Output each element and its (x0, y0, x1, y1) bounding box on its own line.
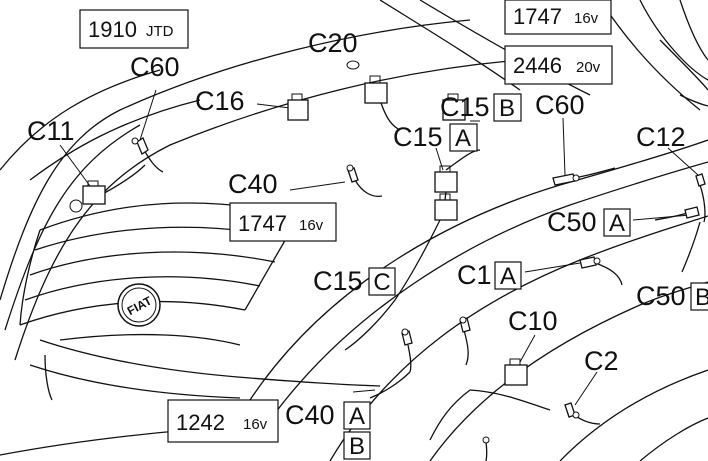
connector-c15-c (434, 193, 458, 221)
label-c1-a: C1 (457, 260, 492, 290)
engine-box-1910-jtd: 1910 JTD (79, 9, 189, 49)
engine-variant: 16v (243, 416, 268, 433)
label-c12: C12 (636, 122, 686, 152)
engine-code: 2446 (513, 53, 562, 78)
connector-c60-right (552, 173, 580, 186)
label-c40-a-suffix: A (349, 403, 365, 430)
label-c15-a: C15 (393, 122, 443, 152)
connector-bottom (482, 436, 490, 444)
label-c40-b-suffix: B (349, 433, 365, 460)
label-c60-left: C60 (130, 52, 180, 82)
engine-code: 1242 (176, 410, 225, 435)
connector-c50-a (684, 206, 700, 219)
engine-box-1747-16v-top: 1747 16v (504, 0, 612, 35)
engine-box-1242-16v: 1242 16v (167, 399, 279, 443)
label-c15-b-suffix: B (499, 95, 515, 122)
connector-c15-b (442, 93, 466, 121)
connector-c1-a (579, 256, 601, 269)
engine-box-1747-16v-mid: 1747 16v (229, 202, 337, 242)
label-c60-right: C60 (535, 90, 585, 120)
engine-code: 1747 (238, 211, 287, 236)
engine-variant: 16v (299, 217, 324, 234)
fiat-badge: FIAT (117, 283, 161, 327)
label-c50-b-suffix: B (695, 284, 708, 311)
label-c50-b: C50 (636, 281, 686, 311)
connector-c10 (504, 358, 528, 386)
label-c40: C40 (228, 169, 278, 199)
engine-box-2446-20v: 2446 20v (504, 45, 613, 85)
label-c1-a-suffix: A (500, 263, 516, 290)
label-c2: C2 (584, 346, 619, 376)
label-c16: C16 (195, 86, 245, 116)
label-c40-a: C40 (285, 400, 335, 430)
engine-code: 1910 (88, 17, 137, 42)
label-c20: C20 (308, 28, 358, 58)
connector-c20 (346, 60, 388, 104)
engine-variant: 20v (576, 59, 601, 76)
connector-c16 (287, 93, 309, 121)
component-labels: C20 C60 C16 C11 C15 B C60 C15 A C12 C40 … (27, 28, 708, 460)
label-c10: C10 (508, 306, 558, 336)
label-c15-c-suffix: C (373, 269, 390, 296)
engine-code: 1747 (513, 4, 562, 29)
engine-variant: 16v (574, 10, 599, 27)
connector-c40 (346, 164, 359, 183)
connector-c60-left (131, 137, 149, 155)
leader-lines (59, 89, 699, 406)
connector-c11 (69, 180, 106, 213)
label-c15-a-suffix: A (455, 125, 471, 152)
label-c50-a: C50 (547, 207, 597, 237)
connector-c40-b (459, 316, 471, 333)
connector-c12 (695, 173, 706, 187)
connector-c2 (564, 402, 580, 419)
engine-variant: JTD (146, 23, 174, 40)
label-c11: C11 (27, 116, 75, 146)
label-c15-b: C15 (440, 92, 490, 122)
connectors (69, 60, 706, 444)
connector-c40-a (401, 328, 413, 346)
label-c50-a-suffix: A (609, 210, 625, 237)
label-c15-c: C15 (313, 266, 363, 296)
connector-c15-a (434, 165, 458, 193)
